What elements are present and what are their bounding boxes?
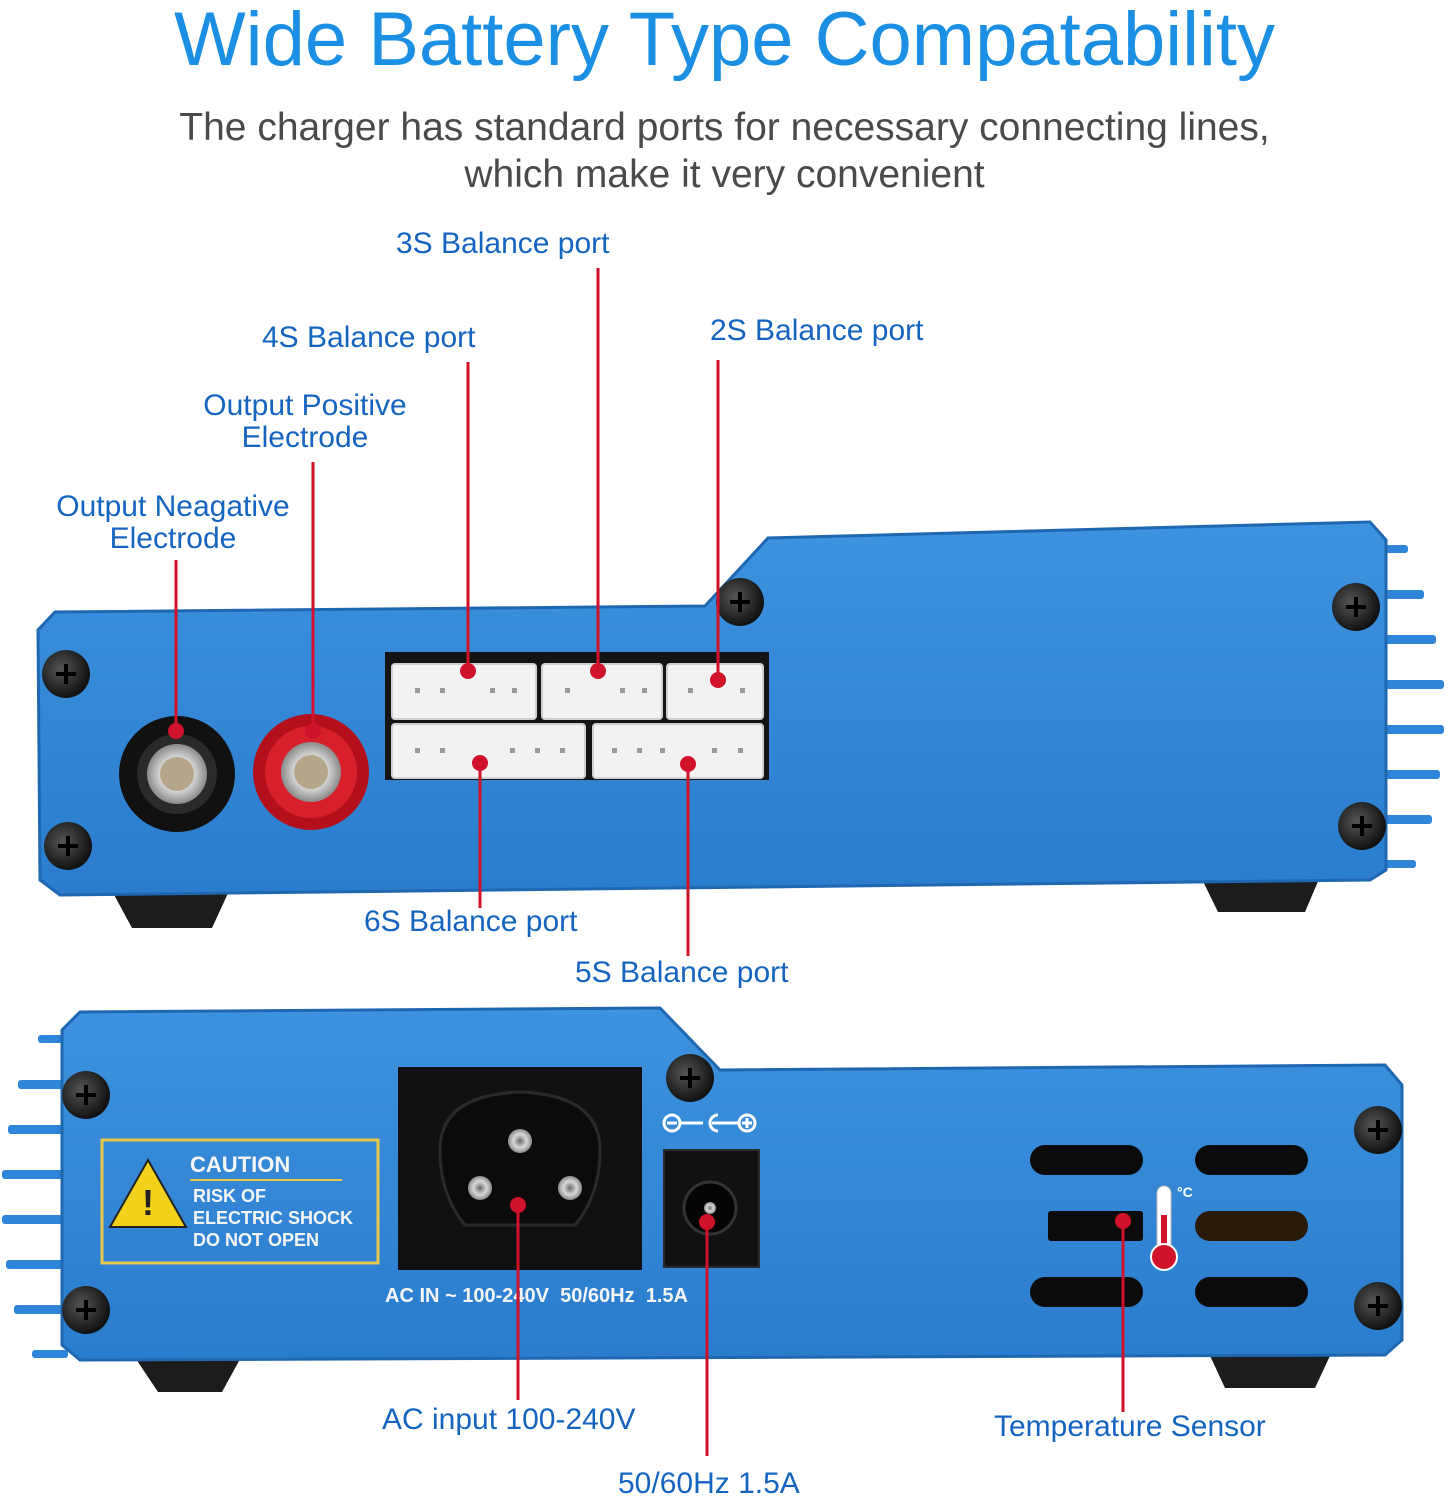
ac-rating-text: AC IN ~ 100-240V 50/60Hz 1.5A: [385, 1285, 688, 1307]
cooling-fins-left: [2, 1035, 68, 1358]
output-negative-line-1: Output Neagative: [56, 490, 290, 523]
callout-output-positive: Output Positive Electrode: [190, 390, 420, 454]
callout-2s-balance-port: 2S Balance port: [710, 314, 924, 347]
balance-connectors: [391, 663, 764, 779]
output-negative-jack: [119, 716, 235, 832]
ac-power-socket: [398, 1067, 642, 1270]
dc-barrel-jack: [662, 1113, 760, 1268]
caution-line-2: ELECTRIC SHOCK: [193, 1208, 353, 1228]
charger-rear-view: ! CAUTION RISK OF ELECTRIC SHOCK DO NOT …: [2, 1006, 1404, 1392]
rear-screws: [62, 1054, 1402, 1334]
caution-line-1: RISK OF: [193, 1186, 266, 1206]
callout-output-negative: Output Neagative Electrode: [40, 491, 306, 555]
warning-symbol: !: [142, 1182, 154, 1223]
callout-leaders: [168, 268, 1131, 1456]
callout-freq-current: 50/60Hz 1.5A: [618, 1467, 800, 1500]
polarity-icon: [662, 1113, 757, 1133]
callout-temperature-sensor: Temperature Sensor: [994, 1410, 1266, 1443]
front-screws: [42, 578, 1386, 870]
page-title: Wide Battery Type Compatability: [173, 0, 1276, 82]
callout-6s-balance-port: 6S Balance port: [364, 905, 578, 938]
callout-3s-balance-port: 3S Balance port: [396, 227, 610, 260]
callout-ac-input: AC input 100-240V: [382, 1403, 636, 1436]
output-positive-line-2: Electrode: [241, 421, 369, 454]
callout-4s-balance-port: 4S Balance port: [262, 321, 476, 354]
celsius-symbol: °C: [1177, 1184, 1193, 1200]
cooling-fins-right: [1380, 545, 1444, 868]
connector-pins: [415, 688, 745, 753]
output-negative-line-2: Electrode: [109, 522, 237, 555]
subtitle-line-2: which make it very convenient: [464, 153, 985, 196]
charger-front-view: [36, 520, 1444, 928]
caution-title: CAUTION: [190, 1152, 290, 1177]
page-subtitle: The charger has standard ports for neces…: [0, 104, 1449, 198]
subtitle-line-1: The charger has standard ports for neces…: [179, 106, 1270, 149]
caution-label: ! CAUTION RISK OF ELECTRIC SHOCK DO NOT …: [100, 1138, 380, 1265]
output-positive-jack: [253, 714, 369, 830]
caution-line-3: DO NOT OPEN: [193, 1230, 319, 1250]
output-positive-line-1: Output Positive: [203, 389, 407, 422]
callout-5s-balance-port: 5S Balance port: [575, 956, 789, 989]
thermometer-icon: °C: [1150, 1184, 1193, 1271]
